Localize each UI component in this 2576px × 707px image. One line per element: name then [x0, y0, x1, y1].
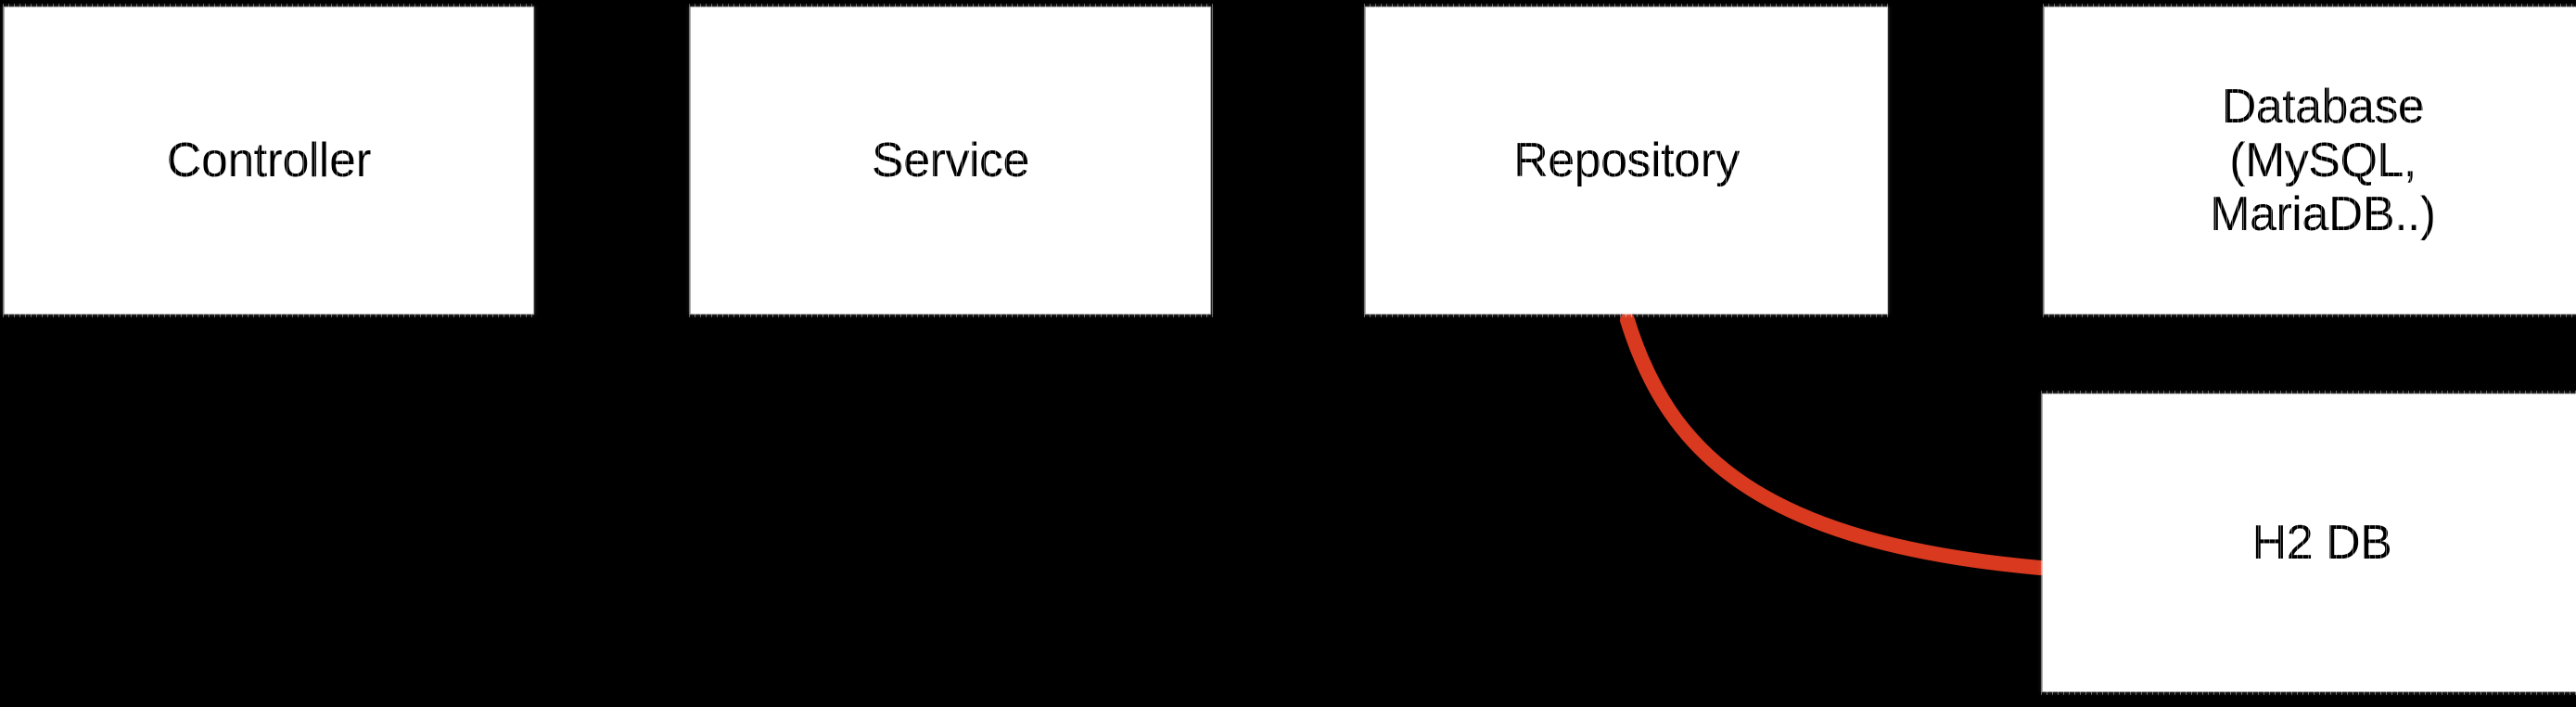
- node-database[interactable]: Database (MySQL, MariaDB..): [2045, 7, 2576, 314]
- node-repository-label: Repository: [1513, 133, 1740, 187]
- node-h2db[interactable]: H2 DB: [2043, 394, 2576, 691]
- node-service-label: Service: [872, 133, 1029, 187]
- node-controller[interactable]: Controller: [5, 7, 533, 314]
- node-database-label: Database (MySQL, MariaDB..): [2210, 79, 2436, 242]
- node-service[interactable]: Service: [691, 7, 1210, 314]
- node-controller-label: Controller: [166, 133, 372, 187]
- node-h2db-label: H2 DB: [2251, 515, 2392, 570]
- edge-repository-to-h2db[interactable]: [1620, 313, 2047, 575]
- node-repository[interactable]: Repository: [1366, 7, 1887, 314]
